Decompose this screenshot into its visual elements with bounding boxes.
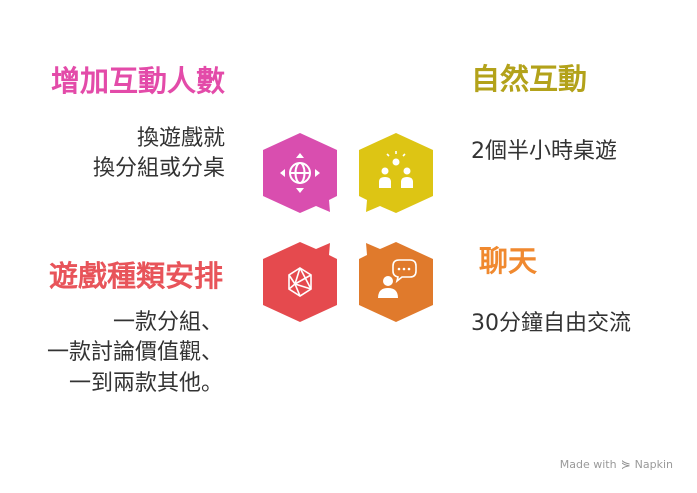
- quadrant-title-top-right: 自然互動: [471, 62, 588, 96]
- quadrant-desc-top-right: 2個半小時桌遊: [471, 139, 617, 164]
- people-idea-icon: [379, 151, 413, 188]
- hex-bottom-left: [263, 242, 337, 322]
- globe-arrows-icon: [280, 153, 320, 193]
- quadrant-title-bottom-left: 遊戲種類安排: [48, 259, 223, 293]
- napkin-logo-icon: ⋟: [620, 457, 631, 471]
- watermark-label: Made with: [559, 457, 617, 471]
- quadrant-title-bottom-right: 聊天: [479, 244, 538, 278]
- quadrant-desc-bottom-left: 一款分組、 一款討論價值觀、 一到兩款其他。: [46, 310, 223, 396]
- hex-shape-top-right: [359, 133, 433, 213]
- person-chat-icon: [378, 259, 417, 298]
- hex-bottom-right: [359, 242, 433, 322]
- hex-top-right: [359, 133, 433, 213]
- quadrant-desc-top-left: 換遊戲就 換分組或分桌: [92, 126, 225, 182]
- quadrant-title-top-left: 增加互動人數: [50, 64, 225, 98]
- napkin-watermark[interactable]: Made with ⋟ Napkin: [560, 457, 673, 471]
- watermark-brand: Napkin: [634, 457, 673, 471]
- quadrant-desc-bottom-right: 30分鐘自由交流: [471, 311, 631, 336]
- network-polygon-icon: [288, 267, 312, 297]
- hex-top-left: [263, 133, 337, 213]
